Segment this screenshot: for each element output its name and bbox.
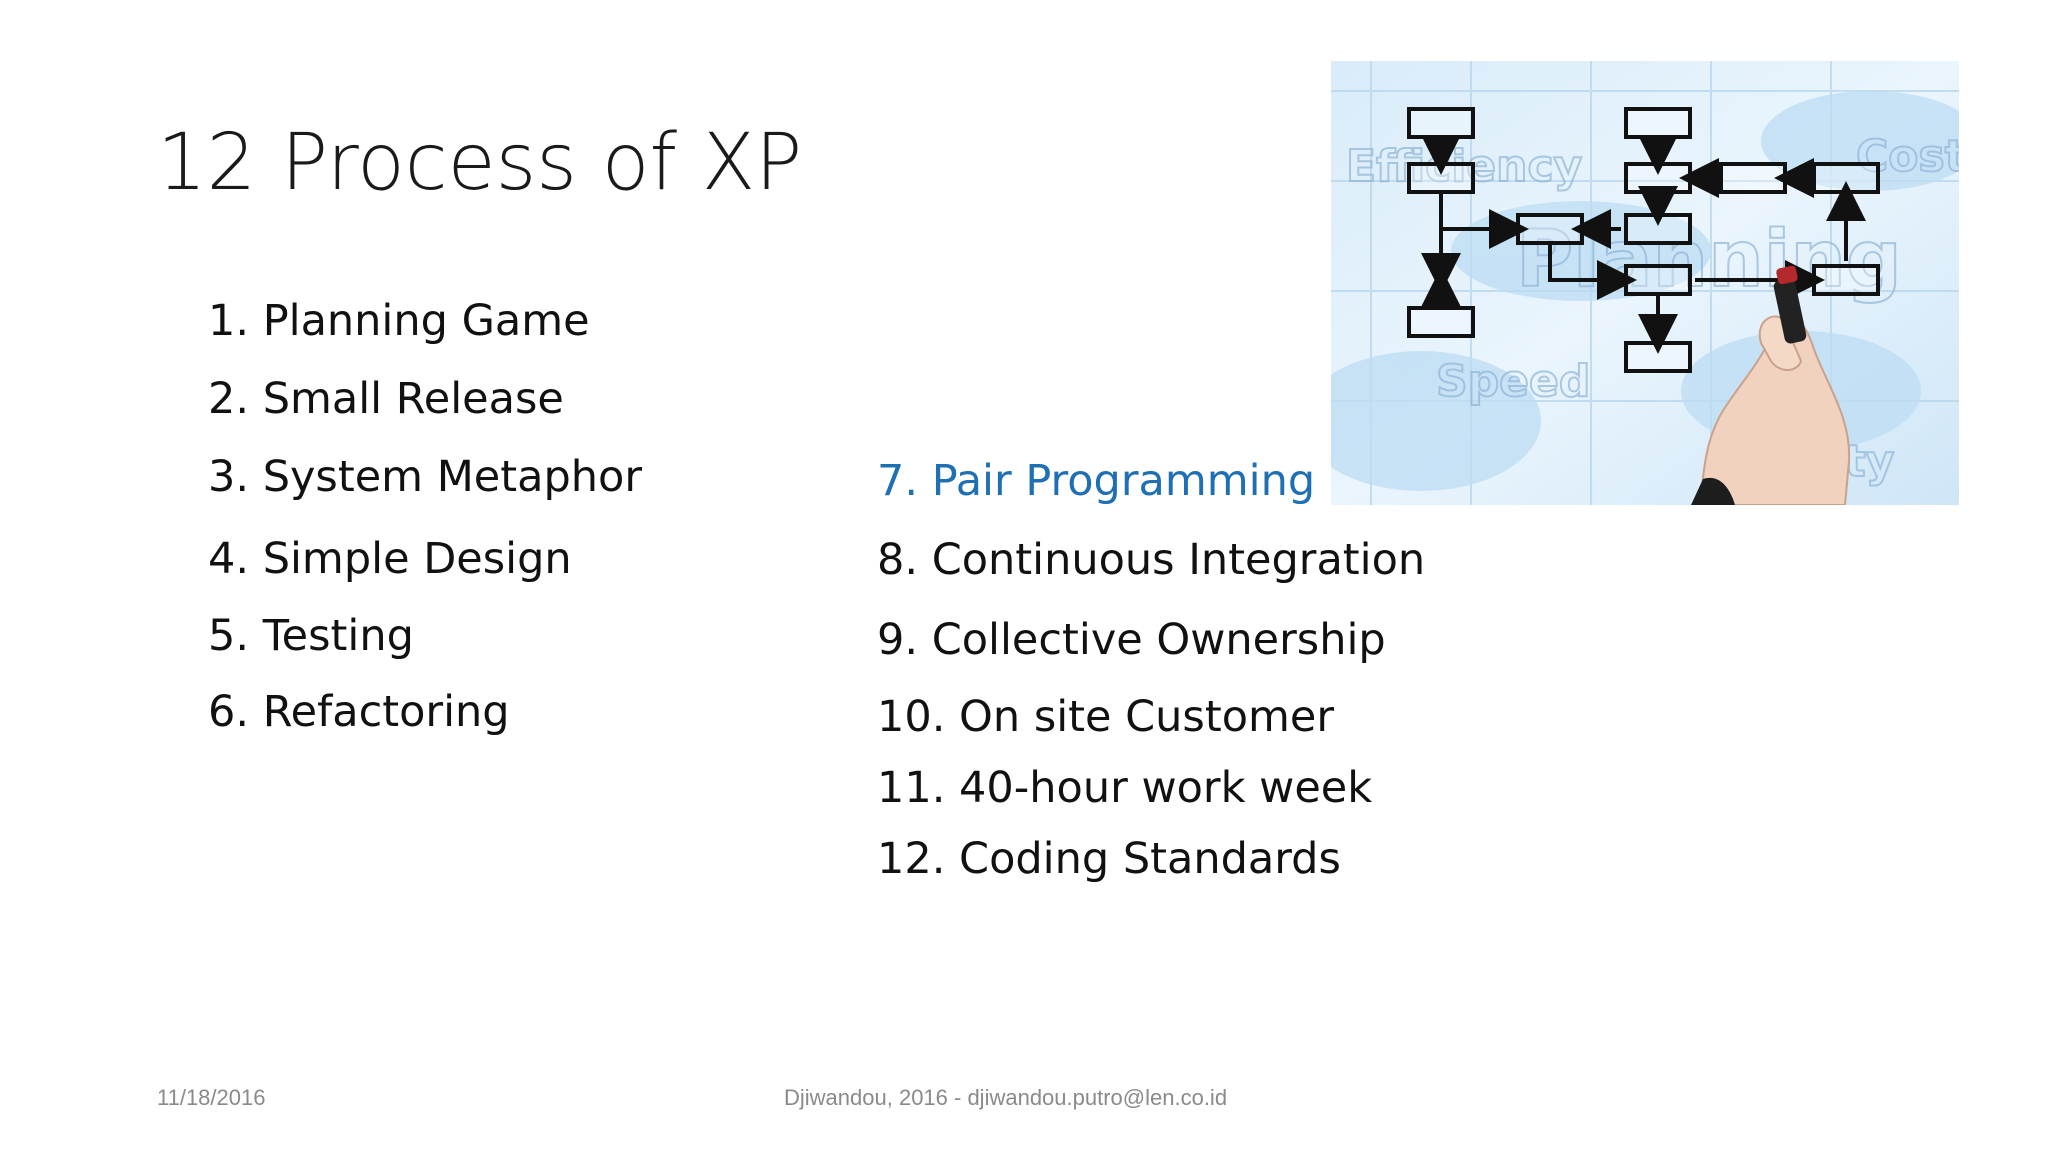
list-item: 6. Refactoring xyxy=(208,687,510,737)
hand-illustration xyxy=(1691,265,1851,505)
footer-date: 11/18/2016 xyxy=(157,1085,266,1110)
footer-author: Djiwandou, 2016 - djiwandou.putro@len.co… xyxy=(784,1085,1228,1110)
list-item: 2. Small Release xyxy=(208,374,564,424)
list-item: 1. Planning Game xyxy=(208,296,590,346)
list-item-highlighted: 7. Pair Programming xyxy=(877,456,1316,506)
flowchart-illustration: Efficiency Cost Planning Speed Quality xyxy=(1331,61,1959,505)
flowchart-planning-photo: Efficiency Cost Planning Speed Quality xyxy=(1331,61,1959,505)
list-item: 4. Simple Design xyxy=(208,534,572,584)
list-item: 11. 40-hour work week xyxy=(877,763,1373,813)
background-word: Cost xyxy=(1856,131,1959,182)
list-item: 8. Continuous Integration xyxy=(877,535,1426,585)
list-item: 9. Collective Ownership xyxy=(877,615,1386,665)
background-word: Speed xyxy=(1436,356,1590,407)
list-item: 10. On site Customer xyxy=(877,692,1335,742)
list-item: 12. Coding Standards xyxy=(877,834,1341,884)
list-item: 3. System Metaphor xyxy=(208,452,643,502)
background-word: Efficiency xyxy=(1346,141,1582,192)
slide-title: 12 Process of XP xyxy=(157,118,803,208)
list-item: 5. Testing xyxy=(208,611,414,661)
